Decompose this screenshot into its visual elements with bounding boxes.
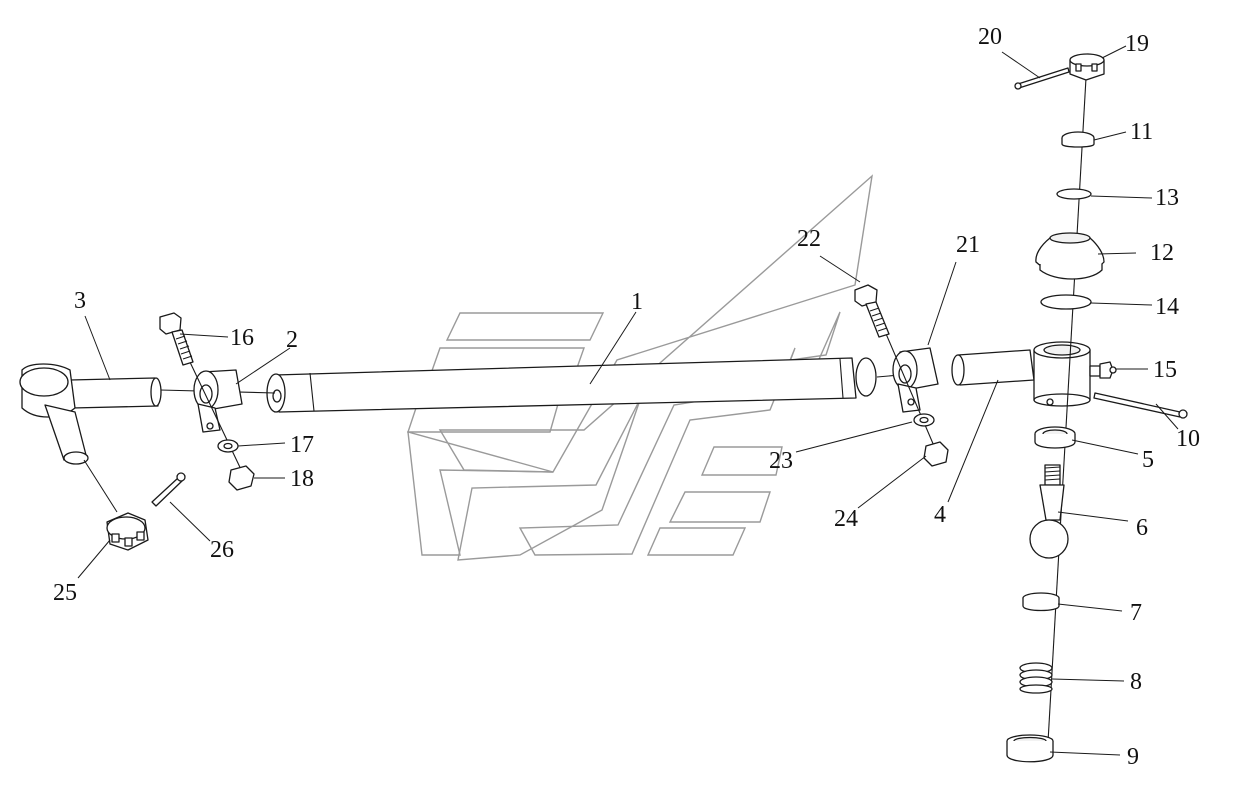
right-tie-rod-end-part — [951, 341, 1091, 407]
callout-6: 6 — [1136, 515, 1148, 541]
right-bolt-part — [854, 284, 949, 467]
callout-21: 21 — [956, 232, 980, 258]
callout-1: 1 — [631, 289, 643, 315]
callout-7: 7 — [1130, 600, 1142, 626]
left-castle-nut-part — [106, 512, 149, 551]
callout-2: 2 — [286, 327, 298, 353]
left-clamp-part — [193, 369, 243, 433]
end-cap-part — [1006, 734, 1054, 763]
callout-9: 9 — [1127, 744, 1139, 770]
callout-15: 15 — [1153, 357, 1177, 383]
right-clamp-part — [892, 347, 939, 413]
callout-10: 10 — [1176, 426, 1200, 452]
callout-26: 26 — [210, 537, 234, 563]
callout-18: 18 — [290, 466, 314, 492]
upper-bushing-part — [1034, 426, 1076, 449]
right-cotter-pin-part — [1093, 392, 1188, 419]
callout-11: 11 — [1130, 119, 1153, 145]
callout-labels: 1 2 3 4 5 6 7 8 9 10 11 12 13 14 15 16 1… — [53, 24, 1200, 770]
callout-3: 3 — [74, 288, 86, 314]
callout-17: 17 — [290, 432, 314, 458]
left-tie-rod-end-part — [19, 363, 162, 465]
callout-23: 23 — [769, 448, 793, 474]
callout-4: 4 — [934, 502, 946, 528]
top-cotter-pin-part — [1014, 67, 1070, 90]
callout-13: 13 — [1155, 185, 1179, 211]
leader-lines — [77, 45, 1179, 756]
callout-25: 25 — [53, 580, 77, 606]
left-cotter-pin-part — [151, 472, 186, 507]
callout-5: 5 — [1142, 447, 1154, 473]
callout-16: 16 — [230, 325, 254, 351]
ball-stud-part — [1029, 464, 1069, 559]
vertical-assembly-axis — [1047, 77, 1087, 743]
callout-14: 14 — [1155, 294, 1179, 320]
upper-o-ring-part — [1056, 188, 1092, 200]
callout-8: 8 — [1130, 669, 1142, 695]
callout-12: 12 — [1150, 240, 1174, 266]
left-bolt-part — [159, 312, 255, 491]
upper-ring-part — [1061, 131, 1095, 148]
callout-24: 24 — [834, 506, 858, 532]
tube-part — [159, 357, 901, 413]
grease-fitting-part — [1089, 361, 1117, 379]
ball-seat-part — [1022, 592, 1060, 612]
dust-boot-part — [1035, 232, 1105, 280]
callout-22: 22 — [797, 226, 821, 252]
lower-o-ring-part — [1040, 294, 1092, 310]
spring-part — [1019, 662, 1053, 694]
top-castle-nut-part — [1069, 53, 1105, 81]
callout-20: 20 — [978, 24, 1002, 50]
callout-19: 19 — [1125, 31, 1149, 57]
